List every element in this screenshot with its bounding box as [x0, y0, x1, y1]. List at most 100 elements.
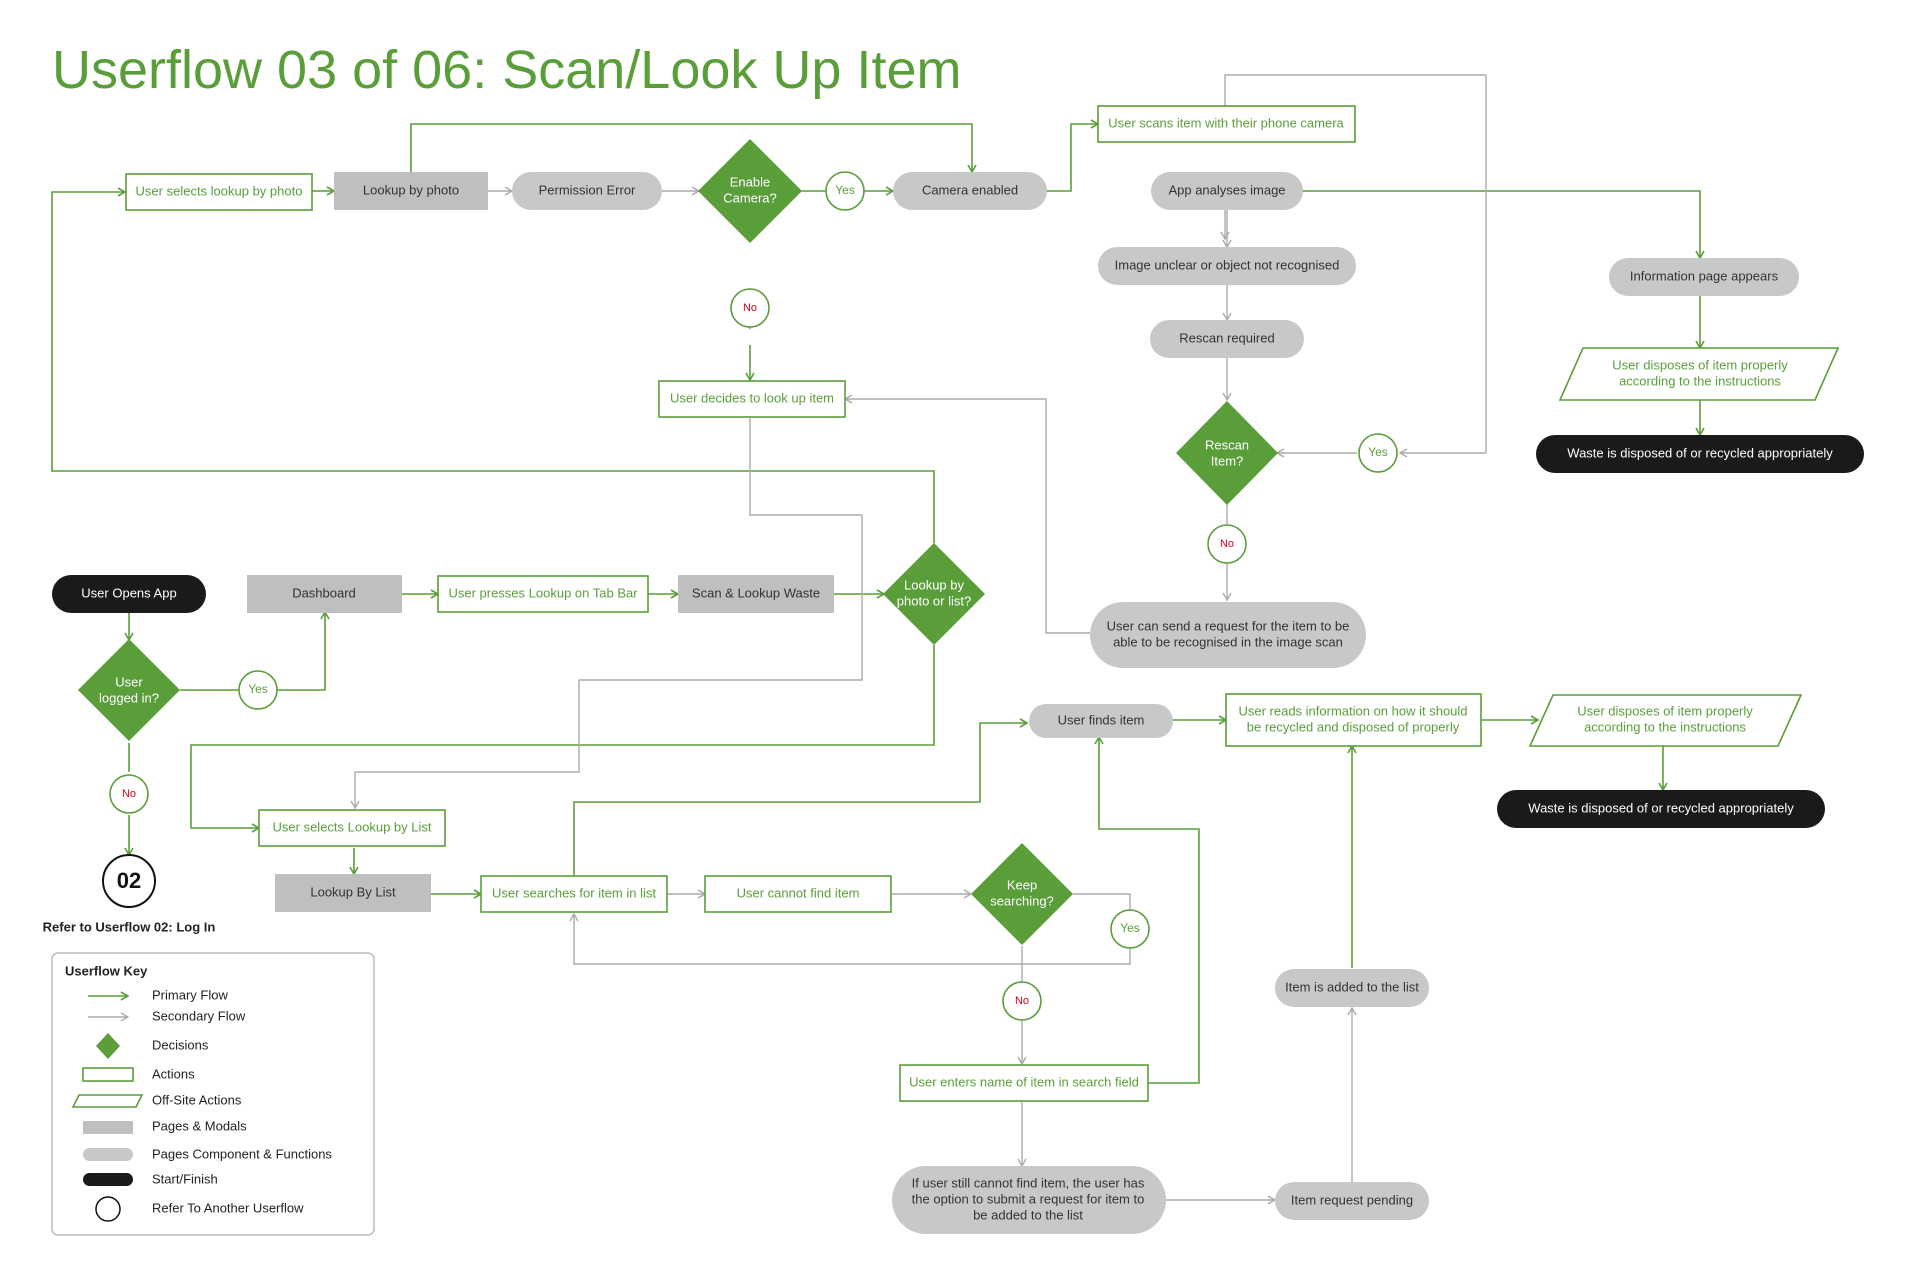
no-label: No — [122, 788, 136, 800]
decision-user-logged-in-line1: User — [115, 674, 143, 689]
action-user-searches — [480, 875, 668, 913]
pill-user-can-send-request-line2: able to be recognised in the image scan — [1113, 634, 1343, 649]
decision-enable-camera-line1: Enable — [730, 174, 770, 189]
key-start-finish-swatch — [83, 1173, 133, 1186]
yes-badge — [1110, 909, 1150, 949]
decision-keep-searching-line1: Keep — [1007, 877, 1037, 892]
decision-keep-searching — [971, 843, 1073, 945]
pill-rescan-required — [1150, 320, 1304, 358]
pill-item-request-pending — [1275, 1182, 1429, 1220]
page-scan-lookup-waste-label: Scan & Lookup Waste — [692, 585, 820, 600]
no-label: No — [743, 302, 757, 314]
action-user-selects-lookup-by-photo — [125, 173, 313, 211]
pill-item-added-label: Item is added to the list — [1285, 979, 1419, 994]
pill-image-unclear-label: Image unclear or object not recognised — [1115, 257, 1340, 272]
page-dashboard — [247, 575, 402, 613]
action-user-reads-info-line1: User reads information on how it should — [1238, 703, 1467, 718]
page-title: Userflow 03 of 06: Scan/Look Up Item — [52, 40, 961, 100]
no-badge — [109, 774, 149, 814]
pill-rescan-required-label: Rescan required — [1179, 330, 1274, 345]
offsite-user-disposes-1-line1: User disposes of item properly — [1612, 357, 1788, 372]
no-label: No — [1220, 538, 1234, 550]
decision-lookup-photo-or-list — [883, 543, 985, 645]
key-decision-swatch — [96, 1033, 120, 1059]
yes-badge — [1358, 433, 1398, 473]
action-user-selects-lookup-by-photo-label: User selects lookup by photo — [136, 183, 303, 198]
action-user-reads-info-line2: be recycled and disposed of properly — [1247, 719, 1460, 734]
key-title: Userflow Key — [65, 963, 148, 978]
key-pages-component-swatch — [83, 1148, 133, 1161]
decision-enable-camera-line2: Camera? — [723, 190, 776, 205]
action-user-presses-lookup-label: User presses Lookup on Tab Bar — [448, 585, 638, 600]
pill-if-user-still-line2: the option to submit a request for item … — [912, 1191, 1145, 1206]
userflow-key: Userflow Key Primary Flow Secondary Flow… — [51, 952, 375, 1236]
page-lookup-by-list-label: Lookup By List — [310, 884, 396, 899]
key-box — [51, 952, 375, 1236]
pill-app-analyses-image-label: App analyses image — [1168, 182, 1285, 197]
pill-user-can-send-request-line1: User can send a request for the item to … — [1107, 618, 1350, 633]
key-action-swatch — [82, 1067, 134, 1082]
refer-userflow-02-caption: Refer to Userflow 02: Log In — [43, 919, 216, 934]
decision-user-logged-in — [78, 639, 180, 741]
offsite-user-disposes-2 — [1528, 694, 1803, 747]
pill-information-page-appears-label: Information page appears — [1630, 268, 1779, 283]
decision-lookup-photo-or-list-line2: photo or list? — [897, 593, 971, 608]
page-scan-lookup-waste — [678, 575, 834, 613]
pill-if-user-still — [892, 1166, 1166, 1234]
no-label: No — [1015, 995, 1029, 1007]
action-user-selects-lookup-by-list — [258, 809, 446, 847]
decision-user-logged-in-line2: logged in? — [99, 690, 159, 705]
pill-information-page-appears — [1609, 258, 1799, 296]
terminal-waste-disposed-2 — [1497, 790, 1825, 828]
pill-user-can-send-request — [1090, 602, 1366, 668]
decision-lookup-photo-or-list-line1: Lookup by — [904, 577, 964, 592]
decision-enable-camera — [698, 139, 802, 243]
pill-item-request-pending-label: Item request pending — [1291, 1192, 1413, 1207]
pill-image-unclear — [1098, 247, 1356, 285]
key-primary-flow-label: Primary Flow — [152, 987, 228, 1002]
pill-if-user-still-line3: be added to the list — [973, 1207, 1083, 1222]
key-secondary-flow-label: Secondary Flow — [152, 1008, 246, 1023]
terminal-waste-disposed-1-label: Waste is disposed of or recycled appropr… — [1567, 445, 1833, 460]
action-user-reads-info — [1225, 693, 1482, 747]
refer-userflow-02-circle — [102, 854, 156, 908]
offsite-user-disposes-1-line2: according to the instructions — [1619, 373, 1781, 388]
key-actions-label: Actions — [152, 1066, 195, 1081]
action-user-selects-lookup-by-list-label: User selects Lookup by List — [273, 819, 432, 834]
yes-label: Yes — [1120, 921, 1140, 935]
action-user-cannot-find-label: User cannot find item — [737, 885, 860, 900]
key-pages-modals-label: Pages & Modals — [152, 1118, 247, 1133]
action-user-decides-look-up-label: User decides to look up item — [670, 390, 834, 405]
key-start-finish-label: Start/Finish — [152, 1171, 218, 1186]
key-refer-swatch — [95, 1196, 121, 1222]
pill-permission-error — [512, 172, 662, 210]
offsite-user-disposes-2-line1: User disposes of item properly — [1577, 703, 1753, 718]
refer-userflow-02-number: 02 — [117, 868, 141, 893]
offsite-user-disposes-1 — [1558, 347, 1840, 401]
action-user-scans-item — [1097, 105, 1356, 143]
page-lookup-by-photo-label: Lookup by photo — [363, 182, 459, 197]
decision-keep-searching-line2: searching? — [990, 893, 1054, 908]
action-user-cannot-find — [704, 875, 892, 913]
yes-badge — [825, 171, 865, 211]
offsite-user-disposes-2-line2: according to the instructions — [1584, 719, 1746, 734]
key-offsite-actions-label: Off-Site Actions — [152, 1092, 242, 1107]
action-user-enters-name-label: User enters name of item in search field — [909, 1074, 1139, 1089]
pill-app-analyses-image — [1151, 172, 1303, 210]
decision-rescan-item-line2: Item? — [1211, 453, 1244, 468]
pill-item-added — [1275, 969, 1429, 1007]
pill-permission-error-label: Permission Error — [539, 182, 636, 197]
key-pages-component-label: Pages Component & Functions — [152, 1146, 332, 1161]
action-user-enters-name — [899, 1064, 1149, 1102]
page-dashboard-label: Dashboard — [292, 585, 356, 600]
pill-user-finds-item-label: User finds item — [1058, 712, 1145, 727]
terminal-user-opens-app-label: User Opens App — [81, 585, 176, 600]
key-decisions-label: Decisions — [152, 1037, 209, 1052]
action-user-scans-item-label: User scans item with their phone camera — [1108, 115, 1344, 130]
terminal-user-opens-app — [52, 575, 206, 613]
decision-rescan-item-line1: Rescan — [1205, 437, 1249, 452]
yes-label: Yes — [1368, 445, 1388, 459]
no-badge — [1002, 981, 1042, 1021]
no-badge — [1207, 524, 1247, 564]
